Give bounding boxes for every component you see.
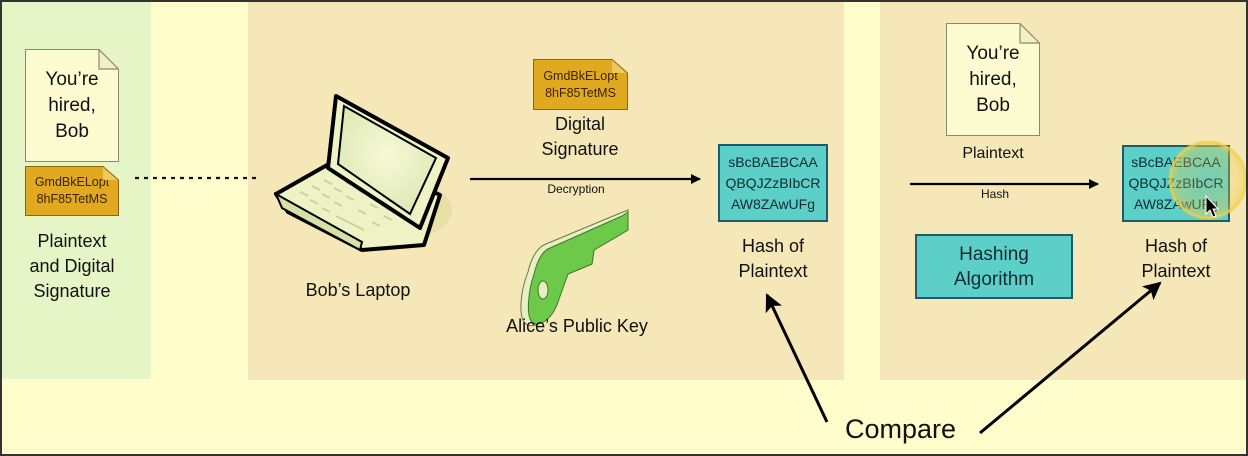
plaintext-caption-right: Plaintext [962,145,1024,162]
hashing-algorithm-box: Hashing Algorithm [915,234,1073,299]
caption-line: Signature [33,281,111,301]
document-line: You’re [45,68,99,90]
compare-arrow-right [979,281,1162,435]
laptop-icon [273,94,452,252]
computed-hash-box: sBcBAEBCAA QBQJZzBIbCR AW8ZAwUFg [1122,145,1230,222]
hash-caption-right: Hash of Plaintext [1116,234,1236,284]
compare-arrow-left [765,293,829,423]
caption-line: Digital [554,114,606,134]
caption-line: Signature [541,139,619,159]
hash-label: Hash [980,187,1009,201]
caption-line: and Digital [29,256,115,276]
plaintext-and-signature-caption: Plaintext and Digital Signature [10,229,134,304]
digital-signature-middle: GmdBkELopt 8hF85TetMS [533,59,628,110]
hash-line: QBQJZzBIbCR [725,174,821,191]
hash-line: QBQJZzBIbCR [1128,175,1224,191]
digital-signature-caption: Digital Signature [520,112,640,162]
algorithm-line: Algorithm [953,268,1035,290]
plaintext-document-left: You’re hired, Bob [25,49,119,162]
document-fold-icon [98,49,119,70]
digital-signature-left: GmdBkELopt 8hF85TetMS [25,166,119,216]
public-key-caption: Alice’s Public Key [506,316,648,336]
document-line: hired, [969,68,1017,90]
caption-line: Plaintext [738,261,808,281]
hash-line: AW8ZAwUFg [730,195,815,212]
caption-line: Hash of [1144,236,1208,256]
document-line: Bob [976,94,1010,116]
document-line: hired, [48,94,96,116]
hash-line: AW8ZAwUFg [1133,196,1218,212]
algorithm-line: Hashing [959,243,1029,265]
hash-line: sBcBAEBCAA [728,153,818,170]
caption-line: Plaintext [37,231,107,251]
decryption-label: Decryption [547,182,605,196]
signature-line: 8hF85TetMS [545,85,616,100]
decrypted-hash-box: sBcBAEBCAA QBQJZzBIbCR AW8ZAwUFg [718,144,828,222]
signature-line: 8hF85TetMS [36,192,108,206]
signature-line: GmdBkELopt [543,68,618,83]
document-fold-icon [1019,23,1040,44]
compare-label: Compare [845,414,957,444]
signature-fold-icon [25,166,119,216]
signature-line: GmdBkELopt [34,175,110,189]
key-icon [520,209,629,327]
hash-line: sBcBAEBCAA [1131,154,1221,170]
plaintext-document-right: You’re hired, Bob [946,23,1040,136]
caption-line: Plaintext [1141,261,1211,281]
signature-fold-icon [533,59,628,110]
document-line: Bob [55,120,89,142]
caption-line: Hash of [741,236,805,256]
document-line: You’re [966,42,1020,64]
laptop-caption: Bob’s Laptop [305,280,411,300]
hash-caption-middle: Hash of Plaintext [713,234,833,284]
signature-icon: GmdBkELopt 8hF85TetMS [25,166,119,216]
